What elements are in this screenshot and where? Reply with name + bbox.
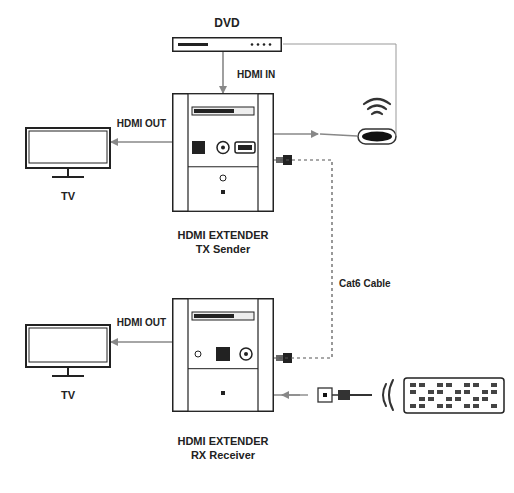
- remote-key: [491, 383, 497, 387]
- remote-key: [428, 397, 434, 401]
- device-label: TV: [0, 189, 171, 203]
- device-label: DVD: [112, 16, 342, 30]
- remote-key: [437, 404, 443, 408]
- hdmi-arrow: [222, 52, 224, 93]
- remote-key: [410, 390, 416, 394]
- tv-drawing: [25, 127, 111, 169]
- rj45-plug: [276, 155, 292, 363]
- dvd-drawing: [172, 37, 282, 52]
- device-heading: TV: [0, 388, 171, 402]
- remote-key: [482, 390, 488, 394]
- tv-screen: TV: [25, 127, 111, 169]
- remote-key: [482, 397, 488, 401]
- hdmi-arrow: [111, 141, 172, 143]
- cat6-cable: [274, 160, 332, 358]
- tv-drawing: [25, 324, 111, 368]
- remote-key: [491, 404, 497, 408]
- connection-label: HDMI OUT: [115, 118, 168, 130]
- remote-key: [464, 383, 470, 387]
- device-heading: TV: [0, 189, 171, 203]
- device-heading: HDMI EXTENDERRX Receiver: [112, 434, 334, 462]
- remote-key: [419, 397, 425, 401]
- connection-label: HDMI IN: [235, 69, 277, 81]
- remote-key: [410, 383, 416, 387]
- remote-key: [473, 383, 479, 387]
- device-heading: DVD: [112, 16, 342, 30]
- device-heading: HDMI EXTENDERTX Sender: [112, 228, 334, 256]
- remote-key: [419, 404, 425, 408]
- remote-key: [473, 397, 479, 401]
- remote-key: [455, 390, 461, 394]
- hdmi-extender-tx: HDMI EXTENDERTX Sender: [172, 93, 274, 212]
- device-label: RX Receiver: [112, 448, 334, 462]
- connection-label: HDMI OUT: [115, 317, 168, 329]
- hdmi-arrow: [111, 341, 172, 343]
- device-label: TV: [0, 388, 171, 402]
- dvd-player: DVD: [172, 37, 282, 52]
- device-label: TX Sender: [112, 242, 334, 256]
- ir-emitter: [358, 129, 396, 144]
- rx-drawing: [172, 298, 274, 412]
- remote-key: [491, 390, 497, 394]
- tv-screen: TV: [25, 324, 111, 368]
- remote-key: [428, 390, 434, 394]
- ir-waves: [383, 380, 393, 410]
- remote-key: [464, 404, 470, 408]
- remote-key: [446, 383, 452, 387]
- device-label: HDMI EXTENDER: [112, 228, 334, 242]
- remote-key: [455, 397, 461, 401]
- device-label: HDMI EXTENDER: [112, 434, 334, 448]
- connection-label: Cat6 Cable: [337, 278, 393, 290]
- remote-key: [446, 404, 452, 408]
- remote-key: [473, 404, 479, 408]
- wireless-symbol: [364, 99, 390, 114]
- remote-key: [437, 390, 443, 394]
- remote-control: [404, 378, 504, 413]
- remote-key: [419, 383, 425, 387]
- ir-wire: [283, 44, 396, 136]
- tx-drawing: [172, 93, 274, 212]
- remote-key: [446, 397, 452, 401]
- remote-key: [437, 383, 443, 387]
- remote-key: [410, 404, 416, 408]
- hdmi-extender-rx: HDMI EXTENDERRX Receiver: [172, 298, 274, 412]
- remote-key: [464, 390, 470, 394]
